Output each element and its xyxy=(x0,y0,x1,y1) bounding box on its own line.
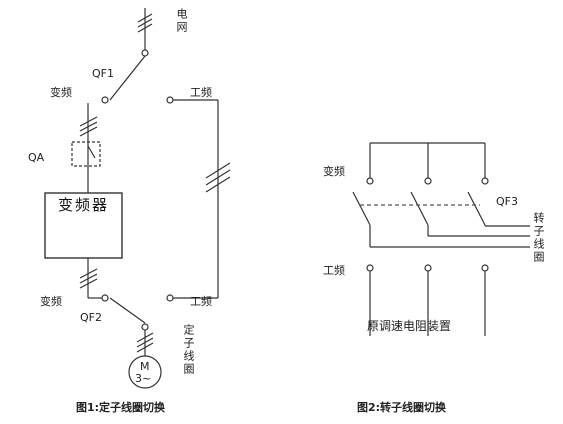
qf1-switch-blade xyxy=(109,55,146,101)
bypass-bottom-label: 工频 xyxy=(190,295,212,308)
qf2-bottom-terminal xyxy=(141,323,149,331)
vfd-top-label: 变频 xyxy=(50,86,72,99)
inverter-box xyxy=(44,192,123,259)
qf2-switch-blade xyxy=(109,297,146,324)
vfd-input-hash-marks xyxy=(79,116,98,137)
qf1-label: QF1 xyxy=(92,67,114,80)
qf3-blade-b xyxy=(410,191,429,226)
vfd-bottom-label: 变频 xyxy=(40,295,62,308)
qf1-top-terminal xyxy=(141,49,149,57)
grid-hash-marks xyxy=(137,13,153,33)
motor-hash-marks xyxy=(136,332,154,353)
fig2-power-label: 工频 xyxy=(323,264,345,277)
fig2-contact-c-bottom xyxy=(481,264,489,272)
fig2-caption: 图2:转子线圈切换 xyxy=(357,401,447,414)
qa-contact xyxy=(87,145,96,159)
qf1-vfd-contact xyxy=(101,96,109,104)
qf2-label: QF2 xyxy=(80,311,102,324)
motor-circle xyxy=(128,355,162,389)
qf2-vfd-contact xyxy=(101,294,109,302)
vfd-output-hash-marks xyxy=(79,268,98,289)
qa-dashed-box xyxy=(71,141,101,167)
qf3-label: QF3 xyxy=(496,195,518,208)
fig2-contact-a-bottom xyxy=(366,264,374,272)
qf3-blade-a xyxy=(352,191,371,226)
qf3-blade-c xyxy=(467,191,486,226)
inverter-label: 变频器 xyxy=(57,196,109,214)
fig1-caption: 图1:定子线圈切换 xyxy=(76,401,166,414)
fig2-vfd-label: 变频 xyxy=(323,165,345,178)
bypass-hash-marks xyxy=(205,162,231,193)
qf1-bypass-contact xyxy=(166,96,174,104)
qf2-bypass-contact xyxy=(166,294,174,302)
fig2-contact-b-top xyxy=(424,177,432,185)
fig2-contact-c-top xyxy=(481,177,489,185)
bypass-top-label: 工频 xyxy=(190,86,212,99)
fig2-contact-b-bottom xyxy=(424,264,432,272)
stator-coil-label: 定子线圈 xyxy=(182,324,195,376)
resistor-device-label: 原调速电阻装置 xyxy=(367,319,452,333)
motor-label-phase: 3~ xyxy=(135,372,152,385)
motor-label-m: M xyxy=(140,360,150,373)
rotor-coil-label: 转子线圈 xyxy=(532,212,545,264)
grid-label: 电网 xyxy=(175,8,188,34)
fig2-contact-a-top xyxy=(366,177,374,185)
qa-label: QA xyxy=(28,151,45,164)
